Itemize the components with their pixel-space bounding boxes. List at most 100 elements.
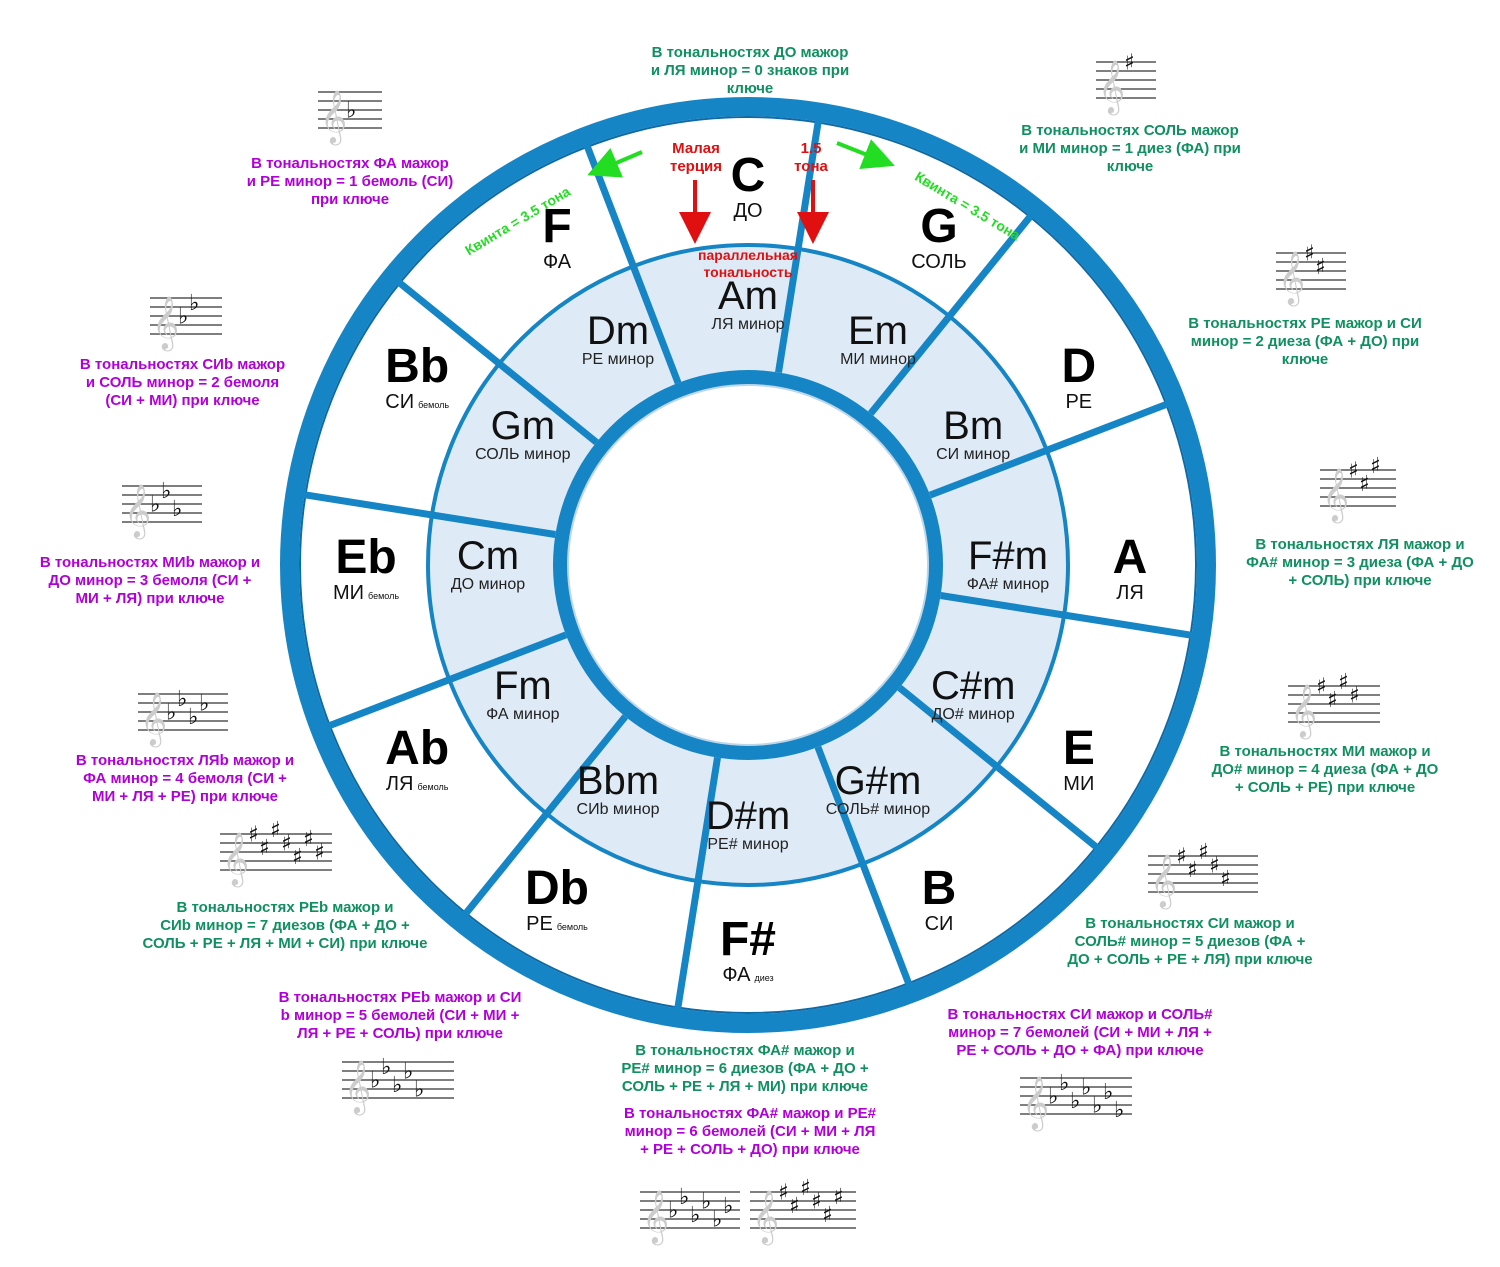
flat-icon: ♭ — [166, 701, 176, 726]
flat-icon: ♭ — [188, 705, 198, 730]
flat-icon: ♭ — [392, 1073, 402, 1098]
sharp-icon: ♯ — [259, 836, 270, 861]
flat-icon: ♭ — [679, 1185, 689, 1210]
treble-clef-icon: 𝄞 — [642, 1189, 669, 1245]
minor-key-name: ЛЯ минор — [711, 316, 784, 333]
flat-icon: ♭ — [177, 687, 187, 712]
treble-clef-icon: 𝄞 — [1278, 250, 1305, 306]
flat-icon: ♭ — [178, 305, 188, 330]
major-key-name: ФА — [543, 251, 572, 273]
minor-key-label: D#m — [706, 794, 790, 838]
major-key-label: B — [922, 862, 957, 915]
treble-clef-icon: 𝄞 — [1098, 59, 1125, 115]
flat-icon: ♭ — [1070, 1089, 1080, 1114]
flat-icon: ♭ — [370, 1069, 380, 1094]
flats-staff: 𝄞♭♭♭♭♭ — [342, 1055, 454, 1115]
sharps-staff: 𝄞♯♯ — [1276, 242, 1346, 306]
sharps-staff: 𝄞♯♯♯♯ — [1288, 670, 1380, 739]
minor-key-label: G#m — [835, 759, 922, 803]
treble-clef-icon: 𝄞 — [1322, 467, 1349, 523]
flats-staff: 𝄞♭♭♭♭♭♭ — [640, 1185, 740, 1245]
major-key-label: E — [1063, 722, 1095, 775]
minor-key-name: ДО минор — [451, 576, 525, 593]
sector-divider — [461, 714, 629, 918]
sharp-icon: ♯ — [1220, 867, 1231, 892]
sector-divider — [940, 592, 1194, 640]
sharp-icon: ♯ — [1316, 675, 1327, 700]
parallel-label-2: тональность — [703, 264, 792, 280]
treble-clef-icon: 𝄞 — [1022, 1075, 1049, 1131]
flat-icon: ♭ — [199, 692, 209, 717]
sector-divider — [867, 212, 1035, 416]
major-key-label: Eb — [335, 531, 396, 584]
minor-key-label: Bm — [943, 404, 1003, 448]
flat-icon: ♭ — [346, 99, 356, 124]
sector-divider — [814, 745, 913, 988]
minor-key-label: F#m — [968, 534, 1048, 578]
key-signature-staves: 𝄞♯𝄞♯♯𝄞♯♯♯𝄞♯♯♯♯𝄞♯♯♯♯♯𝄞♭♭♭♭♭♭♭𝄞♯♯♯♯♯♯𝄞♭♭♭♭… — [122, 51, 1396, 1245]
minor-key-name: ФА минор — [486, 706, 560, 723]
treble-clef-icon: 𝄞 — [344, 1059, 371, 1115]
major-key-label: C — [731, 149, 766, 202]
sharp-icon: ♯ — [1198, 840, 1209, 865]
sector-divider — [395, 278, 599, 446]
sharps-staff: 𝄞♯♯♯♯♯♯♯ — [220, 818, 332, 887]
sharp-icon: ♯ — [1315, 255, 1326, 280]
sharp-icon: ♯ — [833, 1185, 844, 1210]
major-key-label: A — [1113, 531, 1148, 584]
sharp-icon: ♯ — [789, 1194, 800, 1219]
note-cb-major: В тональностях СИ мажор и СОЛЬ#минор = 7… — [947, 1006, 1213, 1059]
flat-icon: ♭ — [172, 497, 182, 522]
minor-key-label: Cm — [457, 534, 519, 578]
sharp-icon: ♯ — [1359, 472, 1370, 497]
flat-icon: ♭ — [701, 1190, 711, 1215]
sharp-icon: ♯ — [800, 1176, 811, 1201]
minor-key-label: Am — [718, 274, 778, 318]
major-key-label: F — [542, 200, 571, 253]
major-key-label: Ab — [385, 722, 449, 775]
major-key-name: МИ — [1063, 773, 1094, 795]
major-key-label: Db — [525, 862, 589, 915]
minor-key-name: МИ минор — [840, 351, 916, 368]
minor-key-name: СИ минор — [936, 446, 1010, 463]
minor-third-label-1: Малая — [672, 140, 720, 157]
sharp-icon: ♯ — [292, 845, 303, 870]
minor-key-label: Fm — [494, 664, 552, 708]
sharp-icon: ♯ — [281, 832, 292, 857]
minor-key-name: СИb минор — [577, 801, 660, 818]
flat-icon: ♭ — [1081, 1076, 1091, 1101]
minor-third-label-2: терция — [670, 158, 722, 175]
treble-clef-icon: 𝄞 — [222, 831, 249, 887]
minor-key-label: Dm — [587, 309, 649, 353]
major-key-name: ДО — [733, 200, 762, 222]
center-circle — [567, 384, 929, 746]
note-fs-flats: В тональностях ФА# мажор и РЕ#минор = 6 … — [624, 1105, 876, 1158]
major-key-name: РЕ — [1065, 391, 1092, 413]
sector-divider — [775, 119, 823, 373]
treble-clef-icon: 𝄞 — [320, 89, 347, 145]
sector-divider — [302, 490, 556, 538]
flat-icon: ♭ — [161, 479, 171, 504]
minor-key-label: Em — [848, 309, 908, 353]
flat-icon: ♭ — [1092, 1094, 1102, 1119]
sharp-icon: ♯ — [1370, 454, 1381, 479]
sector-divider — [897, 684, 1101, 852]
flat-icon: ♭ — [668, 1199, 678, 1224]
sharps-staff: 𝄞♯ — [1096, 51, 1156, 115]
flats-staff: 𝄞♭♭♭♭ — [138, 687, 228, 747]
sharp-icon: ♯ — [303, 827, 314, 852]
flat-icon: ♭ — [712, 1208, 722, 1233]
major-key-label: Bb — [385, 340, 449, 393]
sector-divider — [928, 400, 1171, 499]
major-key-label: F# — [720, 913, 776, 966]
flats-staff: 𝄞♭♭♭♭♭♭♭ — [1020, 1071, 1132, 1131]
sharp-icon: ♯ — [1338, 670, 1349, 695]
minor-key-name: СОЛЬ минор — [475, 446, 571, 463]
major-key-label: D — [1061, 340, 1096, 393]
sector-divider — [673, 757, 721, 1011]
